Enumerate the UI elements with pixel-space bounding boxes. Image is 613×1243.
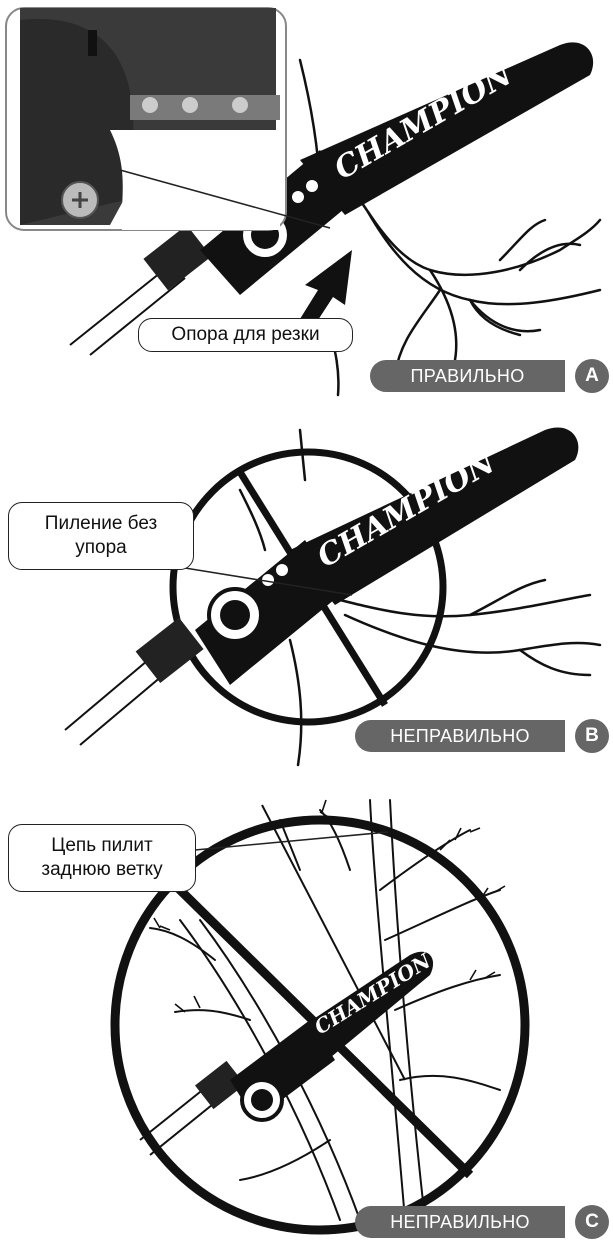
callout-line-1: Цепь пилит bbox=[51, 834, 152, 858]
panel-correct-support: CHAMPION Опора для резки ПРАВИЛЬНО A bbox=[0, 0, 613, 400]
panel-incorrect-no-support: CHAMPION Пиление без упора НЕПРАВИЛЬНО B bbox=[0, 400, 613, 780]
panel-letter-badge-b: B bbox=[575, 719, 609, 753]
callout-line-1: Пиление без bbox=[45, 512, 157, 536]
callout-chain-cuts-back-branch: Цепь пилит заднюю ветку bbox=[8, 824, 196, 892]
panel-letter-badge-c: C bbox=[575, 1205, 609, 1239]
status-incorrect-pill: НЕПРАВИЛЬНО bbox=[355, 1206, 565, 1238]
panel-incorrect-chain-cuts-back-branch: CHAMPION Цепь пилит заднюю ветку НЕПРАВИ… bbox=[0, 780, 613, 1243]
callout-sawing-without-support: Пиление без упора bbox=[8, 502, 194, 570]
panel-letter-badge-a: A bbox=[575, 359, 609, 393]
callout-line-2: упора bbox=[75, 536, 127, 560]
status-incorrect-pill: НЕПРАВИЛЬНО bbox=[355, 720, 565, 752]
callout-cutting-support: Опора для резки bbox=[138, 318, 353, 352]
status-correct-pill: ПРАВИЛЬНО bbox=[370, 360, 565, 392]
callout-line-2: заднюю ветку bbox=[41, 858, 162, 882]
detail-inset bbox=[6, 8, 330, 230]
